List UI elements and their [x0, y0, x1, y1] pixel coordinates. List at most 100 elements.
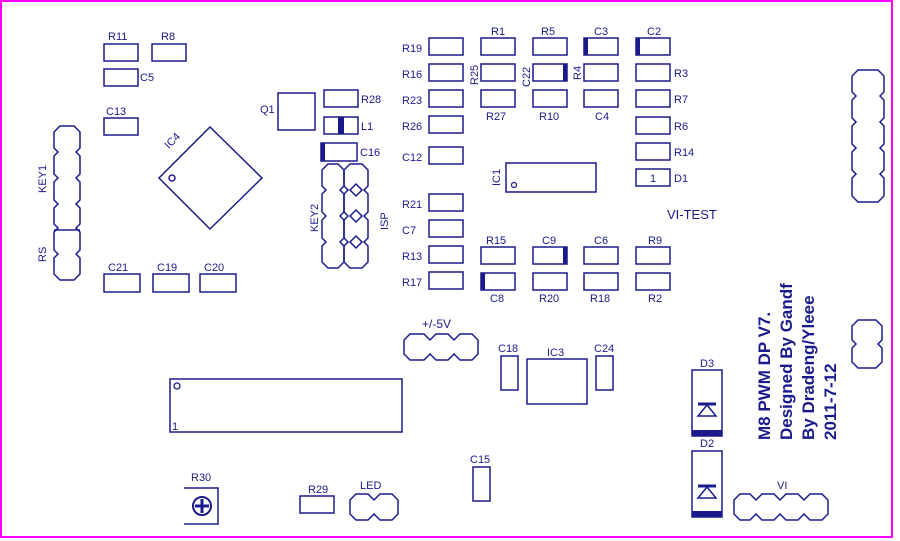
label-c22: C22 — [521, 67, 533, 87]
label-r23: R23 — [402, 95, 422, 107]
pad-c4 — [583, 89, 619, 108]
label-c4: C4 — [595, 111, 609, 123]
label-vi: VI — [777, 480, 787, 492]
label-c12: C12 — [402, 152, 422, 164]
label-r3: R3 — [674, 68, 688, 80]
pad-r16 — [428, 63, 464, 82]
q1-body — [277, 92, 316, 131]
pad-d1 — [635, 168, 671, 187]
d1-pin-mark: 1 — [650, 173, 656, 185]
d3-triangle — [696, 403, 718, 417]
c22-band — [563, 64, 567, 81]
label-r11: R11 — [108, 31, 127, 43]
label-c13: C13 — [106, 106, 126, 118]
pad-r25 — [480, 63, 516, 82]
pad-c19 — [152, 273, 190, 293]
title-block: M8 PWM DP V7. Designed By Gandf By Drade… — [755, 283, 840, 440]
pad-r4 — [583, 63, 619, 82]
label-r2: R2 — [648, 293, 662, 305]
pad-r6 — [635, 116, 671, 135]
ic4-body — [157, 125, 264, 231]
pad-r23 — [428, 89, 464, 108]
title-line4: 2011-7-12 — [821, 363, 840, 440]
label-r1: R1 — [491, 26, 505, 38]
label-c7: C7 — [402, 225, 416, 237]
label-r26: R26 — [402, 121, 422, 133]
label-r6: R6 — [674, 121, 688, 133]
pad-c20 — [199, 273, 237, 293]
d2-triangle — [696, 485, 718, 499]
pad-c22 — [532, 63, 568, 82]
label-ic4: IC4 — [162, 131, 183, 152]
label-d2: D2 — [700, 438, 714, 450]
pad-r10 — [532, 89, 568, 108]
title-line1: M8 PWM DP V7. — [755, 312, 774, 440]
label-c6: C6 — [594, 235, 608, 247]
header-led — [349, 493, 399, 521]
pad-r5 — [532, 37, 568, 56]
pad-r2 — [635, 272, 671, 291]
r30-outline — [184, 487, 219, 525]
module-pin1-label: 1 — [172, 421, 178, 433]
label-c3: C3 — [594, 26, 608, 38]
label-ic1: IC1 — [491, 169, 503, 186]
label-r7: R7 — [674, 94, 688, 106]
pad-r9 — [635, 246, 671, 265]
module-outline — [169, 378, 403, 433]
label-r15: R15 — [486, 235, 506, 247]
pad-r28 — [323, 89, 359, 108]
c2-band — [636, 38, 640, 55]
header-right-small — [851, 319, 883, 369]
c16-band — [321, 143, 325, 161]
pad-r17 — [428, 271, 464, 290]
header-right-top — [851, 69, 885, 203]
c8-band — [481, 273, 485, 290]
label-r30: R30 — [191, 472, 211, 484]
pad-c15 — [472, 466, 491, 502]
pad-r7 — [635, 89, 671, 108]
pad-r19 — [428, 37, 464, 56]
d2-body — [691, 450, 723, 518]
label-r28: R28 — [361, 94, 381, 106]
pad-r8 — [151, 43, 187, 62]
label-r25: R25 — [469, 65, 481, 85]
label-c15: C15 — [470, 454, 490, 466]
label-c21: C21 — [108, 262, 128, 274]
label-c18: C18 — [498, 343, 518, 355]
header-vi — [733, 493, 829, 521]
pad-r1 — [480, 37, 516, 56]
pad-c13 — [103, 117, 139, 136]
c9-band — [563, 247, 567, 264]
isp-pin2-mark — [348, 208, 364, 224]
label-r17: R17 — [402, 277, 422, 289]
label-r16: R16 — [402, 69, 422, 81]
pad-c24 — [595, 355, 614, 391]
pad-r21 — [428, 193, 464, 212]
label-r8: R8 — [161, 31, 175, 43]
label-r9: R9 — [648, 235, 662, 247]
label-r29: R29 — [308, 484, 328, 496]
pad-r20 — [532, 272, 568, 291]
label-c16: C16 — [360, 147, 380, 159]
label-r14: R14 — [674, 147, 694, 159]
label-c5: C5 — [140, 72, 154, 84]
label-r27: R27 — [486, 111, 506, 123]
pad-c9 — [532, 246, 568, 265]
d3-band — [692, 430, 722, 436]
isp-pin1-mark — [348, 182, 364, 198]
pad-c16 — [320, 142, 358, 162]
label-c8: C8 — [490, 293, 504, 305]
pad-r15 — [480, 246, 516, 265]
pad-r27 — [480, 89, 516, 108]
label-isp: ISP — [379, 212, 391, 230]
pad-r18 — [583, 272, 619, 291]
label-c2: C2 — [647, 26, 661, 38]
label-r5: R5 — [541, 26, 555, 38]
ic1-pin1-dot — [510, 181, 518, 189]
title-line2: Designed By Gandf — [777, 283, 796, 440]
label-r4: R4 — [572, 66, 584, 80]
label-r21: R21 — [402, 199, 422, 211]
label-c9: C9 — [542, 235, 556, 247]
